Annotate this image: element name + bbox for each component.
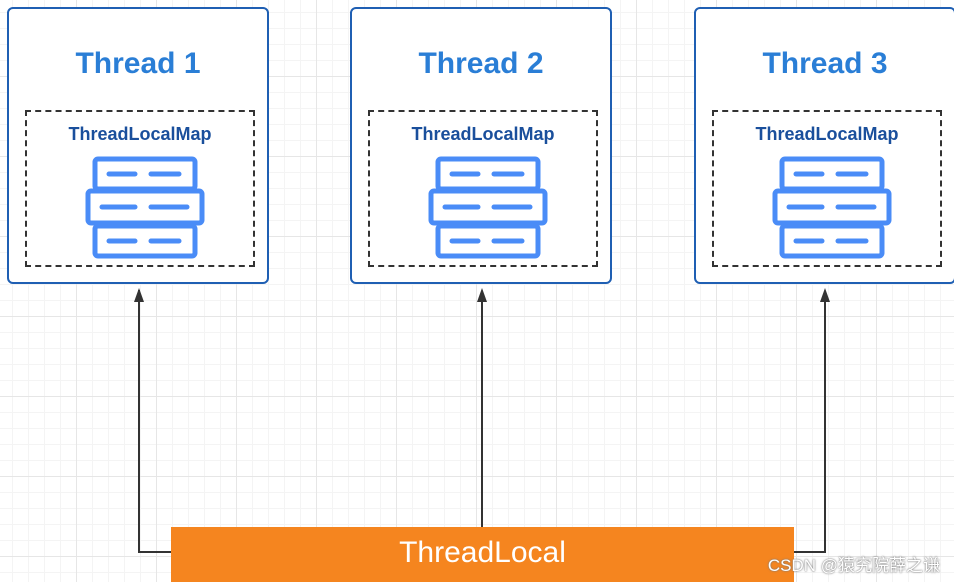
table-stack-icon: [85, 154, 205, 259]
arrowhead-thread-1: [134, 288, 144, 302]
table-stack-icon: [428, 154, 548, 259]
threadlocalmap-label: ThreadLocalMap: [755, 124, 899, 144]
watermark: CSDN @猿究院薛之谦: [767, 556, 940, 575]
arrowhead-thread-3: [820, 288, 830, 302]
arrow-to-thread-3: [794, 300, 826, 553]
threadlocalmap-box: ThreadLocalMap: [25, 110, 255, 267]
threadlocalmap-label: ThreadLocalMap: [411, 124, 555, 144]
thread-title: Thread 3: [762, 47, 888, 80]
threadlocal-bar: ThreadLocal: [171, 527, 794, 582]
threadlocalmap-box: ThreadLocalMap: [368, 110, 598, 267]
thread-box-2: Thread 2 ThreadLocalMap: [350, 7, 612, 284]
thread-box-1: Thread 1 ThreadLocalMap: [7, 7, 269, 284]
thread-box-3: Thread 3 ThreadLocalMap: [694, 7, 954, 284]
threadlocalmap-box: ThreadLocalMap: [712, 110, 942, 267]
table-stack-icon: [772, 154, 892, 259]
arrow-to-thread-1: [138, 290, 171, 553]
thread-title: Thread 2: [418, 47, 544, 80]
arrowhead-thread-2: [477, 288, 487, 302]
thread-title: Thread 1: [75, 47, 201, 80]
threadlocal-label: ThreadLocal: [399, 536, 566, 569]
threadlocalmap-label: ThreadLocalMap: [68, 124, 212, 144]
